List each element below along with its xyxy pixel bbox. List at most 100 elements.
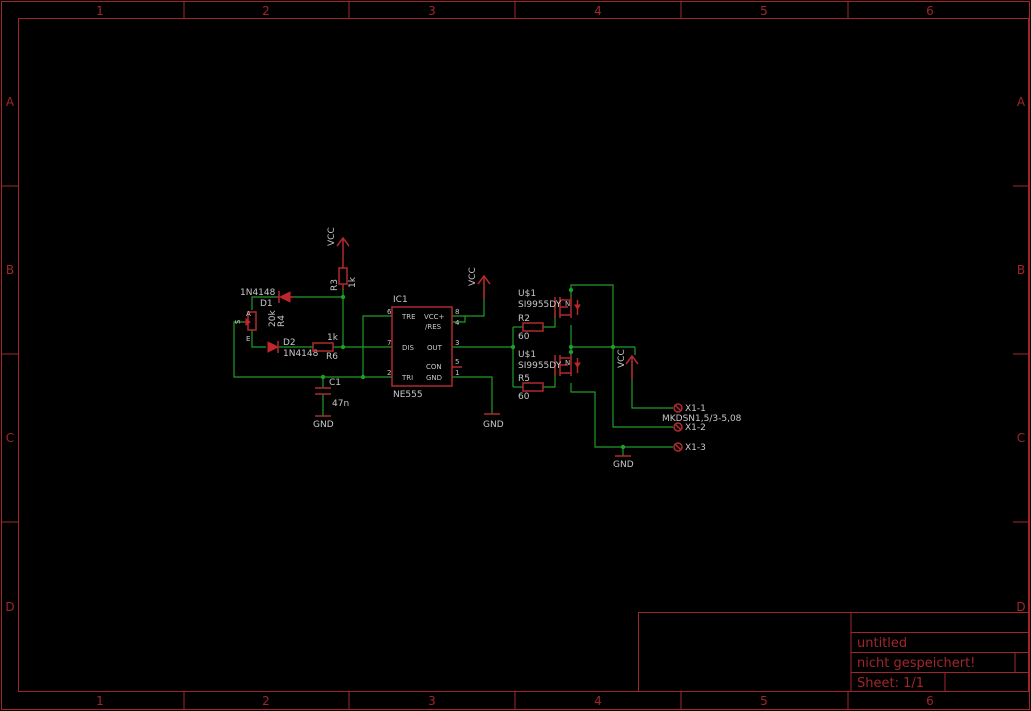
row-label-right-d: D xyxy=(1016,600,1025,614)
junction-q1-top xyxy=(568,287,574,293)
junction-tri xyxy=(360,374,366,380)
wire-wiper-tri xyxy=(233,321,392,378)
junction-q2-top xyxy=(568,349,574,355)
ic1-pin-tre: TRE xyxy=(401,313,416,321)
col-label-top-2: 2 xyxy=(262,4,270,18)
r3-name: R3 xyxy=(330,279,340,291)
col-label-bottom-3: 3 xyxy=(428,694,436,708)
q1-name: U$1 xyxy=(518,289,536,299)
c1-value: 47n xyxy=(332,399,349,409)
r5-value: 60 xyxy=(518,392,530,402)
gnd-supply-c1: GND xyxy=(313,415,334,430)
title-block-sheet: Sheet: 1/1 xyxy=(857,676,924,691)
q1-mark: N xyxy=(565,300,570,308)
title-block-status: nicht gespeichert! xyxy=(857,656,975,671)
ic1-pin-out: OUT xyxy=(427,344,443,352)
ic1-pin-gnd: GND xyxy=(426,374,442,382)
ic1-pinnum-3: 3 xyxy=(455,339,459,347)
d2-name: D2 xyxy=(283,338,296,348)
x1-value: MKDSN1,5/3-5,08 xyxy=(662,414,742,424)
d1-name: D1 xyxy=(260,299,273,309)
col-label-bottom-1: 1 xyxy=(96,694,104,708)
resistor-r3: R3 1k xyxy=(330,262,358,291)
wire-pot-d1 xyxy=(251,296,276,310)
r3-value: 1k xyxy=(348,276,358,288)
gnd-supply-out: GND xyxy=(613,455,634,470)
gnd-label-out: GND xyxy=(613,460,634,470)
ic1-ne555: IC1 NE555 TRE VCC+ /RES DIS OUT CON TRI … xyxy=(387,295,462,400)
r6-name: R6 xyxy=(326,352,338,362)
row-label-left-b: B xyxy=(6,263,14,277)
vcc-label-out: VCC xyxy=(617,349,627,368)
junction-r3 xyxy=(340,294,346,300)
junctions xyxy=(320,287,626,450)
col-label-top-5: 5 xyxy=(760,4,768,18)
potentiometer-r4: A E S 20k R4 xyxy=(234,310,287,343)
ic1-pinnum-2: 2 xyxy=(387,369,391,377)
ic1-pin-tri: TRI xyxy=(401,374,413,382)
r4-value: 20k xyxy=(268,310,278,327)
connector-x1: X1-1 MKDSN1,5/3-5,08 X1-2 X1-3 xyxy=(662,403,742,453)
r2-name: R2 xyxy=(518,314,530,324)
q2-value: SI9955DY xyxy=(518,361,562,371)
c1-name: C1 xyxy=(329,378,341,388)
ic1-value: NE555 xyxy=(393,390,423,400)
r4-pin-a: A xyxy=(246,310,251,318)
d1-value: 1N4148 xyxy=(240,288,276,298)
row-label-left-d: D xyxy=(5,600,14,614)
ic1-pinnum-7: 7 xyxy=(387,339,391,347)
junction-c1 xyxy=(320,374,326,380)
resistor-r2: R2 60 xyxy=(518,314,544,342)
ic1-pin-res: /RES xyxy=(425,323,442,331)
wire-ic-gnd xyxy=(452,376,493,414)
vcc-label-ic: VCC xyxy=(468,267,478,286)
junction-mid xyxy=(568,344,574,350)
diode-d2: D2 1N4148 xyxy=(267,338,319,359)
frame-grid-labels: 1 2 3 4 5 6 1 2 3 4 5 6 A B C D A B C D xyxy=(5,4,1026,708)
ic1-name: IC1 xyxy=(393,295,408,305)
col-label-top-3: 3 xyxy=(428,4,436,18)
mosfet-u1-bottom: N U$1 SI9955DY xyxy=(518,350,581,376)
r5-name: R5 xyxy=(518,374,530,384)
q2-mark: N xyxy=(565,359,570,367)
col-label-top-6: 6 xyxy=(926,4,934,18)
title-block: untitled nicht gespeichert! Sheet: 1/1 xyxy=(638,612,1029,692)
r4-name: R4 xyxy=(277,315,287,327)
r4-pin-e: E xyxy=(246,335,250,343)
capacitor-c1: C1 47n xyxy=(315,378,349,409)
gnd-label-ic: GND xyxy=(483,420,504,430)
row-label-left-c: C xyxy=(6,431,14,445)
col-label-top-1: 1 xyxy=(96,4,104,18)
junction-out xyxy=(510,344,516,350)
row-label-right-c: C xyxy=(1017,431,1025,445)
ic1-pinnum-5: 5 xyxy=(455,358,459,366)
vcc-supply-ic: VCC xyxy=(468,267,491,300)
x1-pin3-label: X1-3 xyxy=(685,443,706,453)
vcc-supply-r3: VCC xyxy=(327,227,350,262)
junction-gnd xyxy=(620,444,626,450)
resistor-r6: 1k R6 xyxy=(312,333,339,362)
resistor-r5: R5 60 xyxy=(518,374,544,402)
ic1-pin-vcc: VCC+ xyxy=(424,313,445,321)
r2-value: 60 xyxy=(518,332,530,342)
ic1-pin-con: CON xyxy=(426,363,442,371)
gnd-label-c1: GND xyxy=(313,420,334,430)
col-label-bottom-5: 5 xyxy=(760,694,768,708)
ic1-pinnum-8: 8 xyxy=(455,308,459,316)
q1-value: SI9955DY xyxy=(518,300,562,310)
d2-value: 1N4148 xyxy=(283,349,319,359)
gnd-supply-ic: GND xyxy=(483,413,504,430)
mosfet-u1-top: N U$1 SI9955DY xyxy=(518,289,581,318)
col-label-bottom-6: 6 xyxy=(926,694,934,708)
ic1-pinnum-6: 6 xyxy=(387,308,392,316)
vcc-label-r3: VCC xyxy=(327,227,337,246)
title-block-title: untitled xyxy=(857,636,907,651)
row-label-right-a: A xyxy=(1017,95,1026,109)
ic1-pin-dis: DIS xyxy=(402,344,414,352)
ic1-pinnum-4: 4 xyxy=(455,319,460,327)
wire-pot-d2 xyxy=(251,330,266,348)
ic1-pinnum-1: 1 xyxy=(455,369,459,377)
r6-value: 1k xyxy=(327,333,339,343)
